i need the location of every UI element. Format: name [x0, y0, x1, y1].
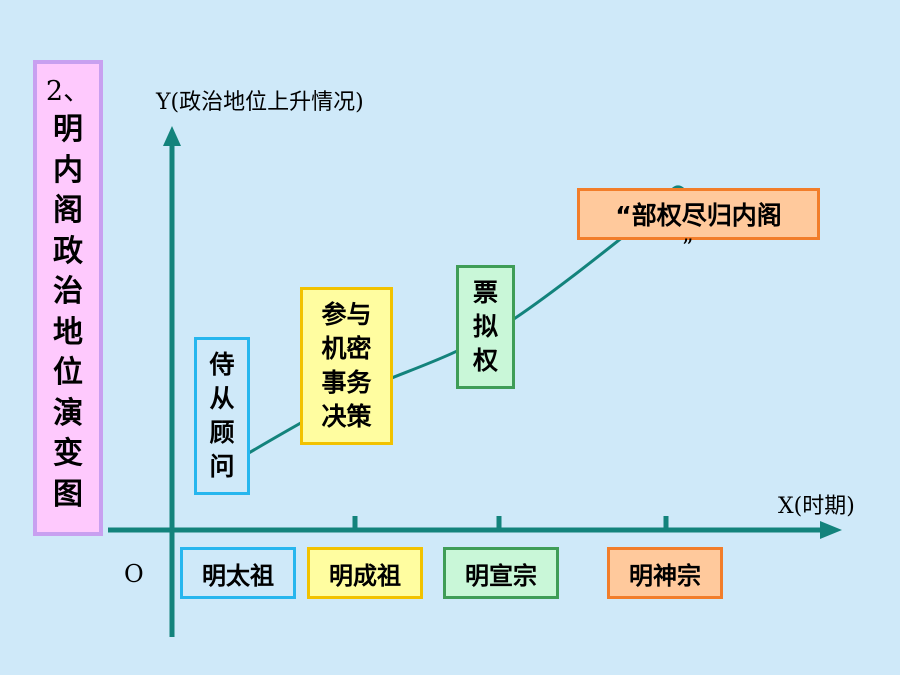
- origin-label: O: [124, 560, 144, 588]
- stage-all-power-to-cabinet: “部权尽归内阁: [577, 188, 820, 240]
- period-label-xuanzong: 明宣宗: [443, 547, 559, 599]
- y-axis-arrow: [163, 126, 181, 146]
- stage-confidential-decisions: 参与机密事务决策: [300, 287, 393, 445]
- political-status-curve: [231, 192, 679, 464]
- stage-all-power-close-quote: ”: [682, 236, 694, 261]
- period-label-shenzong: 明神宗: [607, 547, 723, 599]
- x-axis-ticks: [352, 516, 669, 530]
- title-number: 2、: [45, 76, 91, 107]
- y-axis-label: Y(政治地位上升情况): [156, 90, 364, 115]
- period-label-chengzu: 明成祖: [307, 547, 423, 599]
- title-text: 明内阁政治地位演变图: [53, 112, 83, 512]
- stage-attendant-advisor: 侍从顾问: [194, 337, 250, 495]
- title-panel: 2、 明内阁政治地位演变图: [33, 60, 103, 536]
- stage-draft-rescripts: 票拟权: [456, 265, 515, 389]
- x-axis-arrow: [820, 521, 842, 539]
- x-axis-label: X(时期): [778, 494, 855, 519]
- period-label-taizu: 明太祖: [180, 547, 296, 599]
